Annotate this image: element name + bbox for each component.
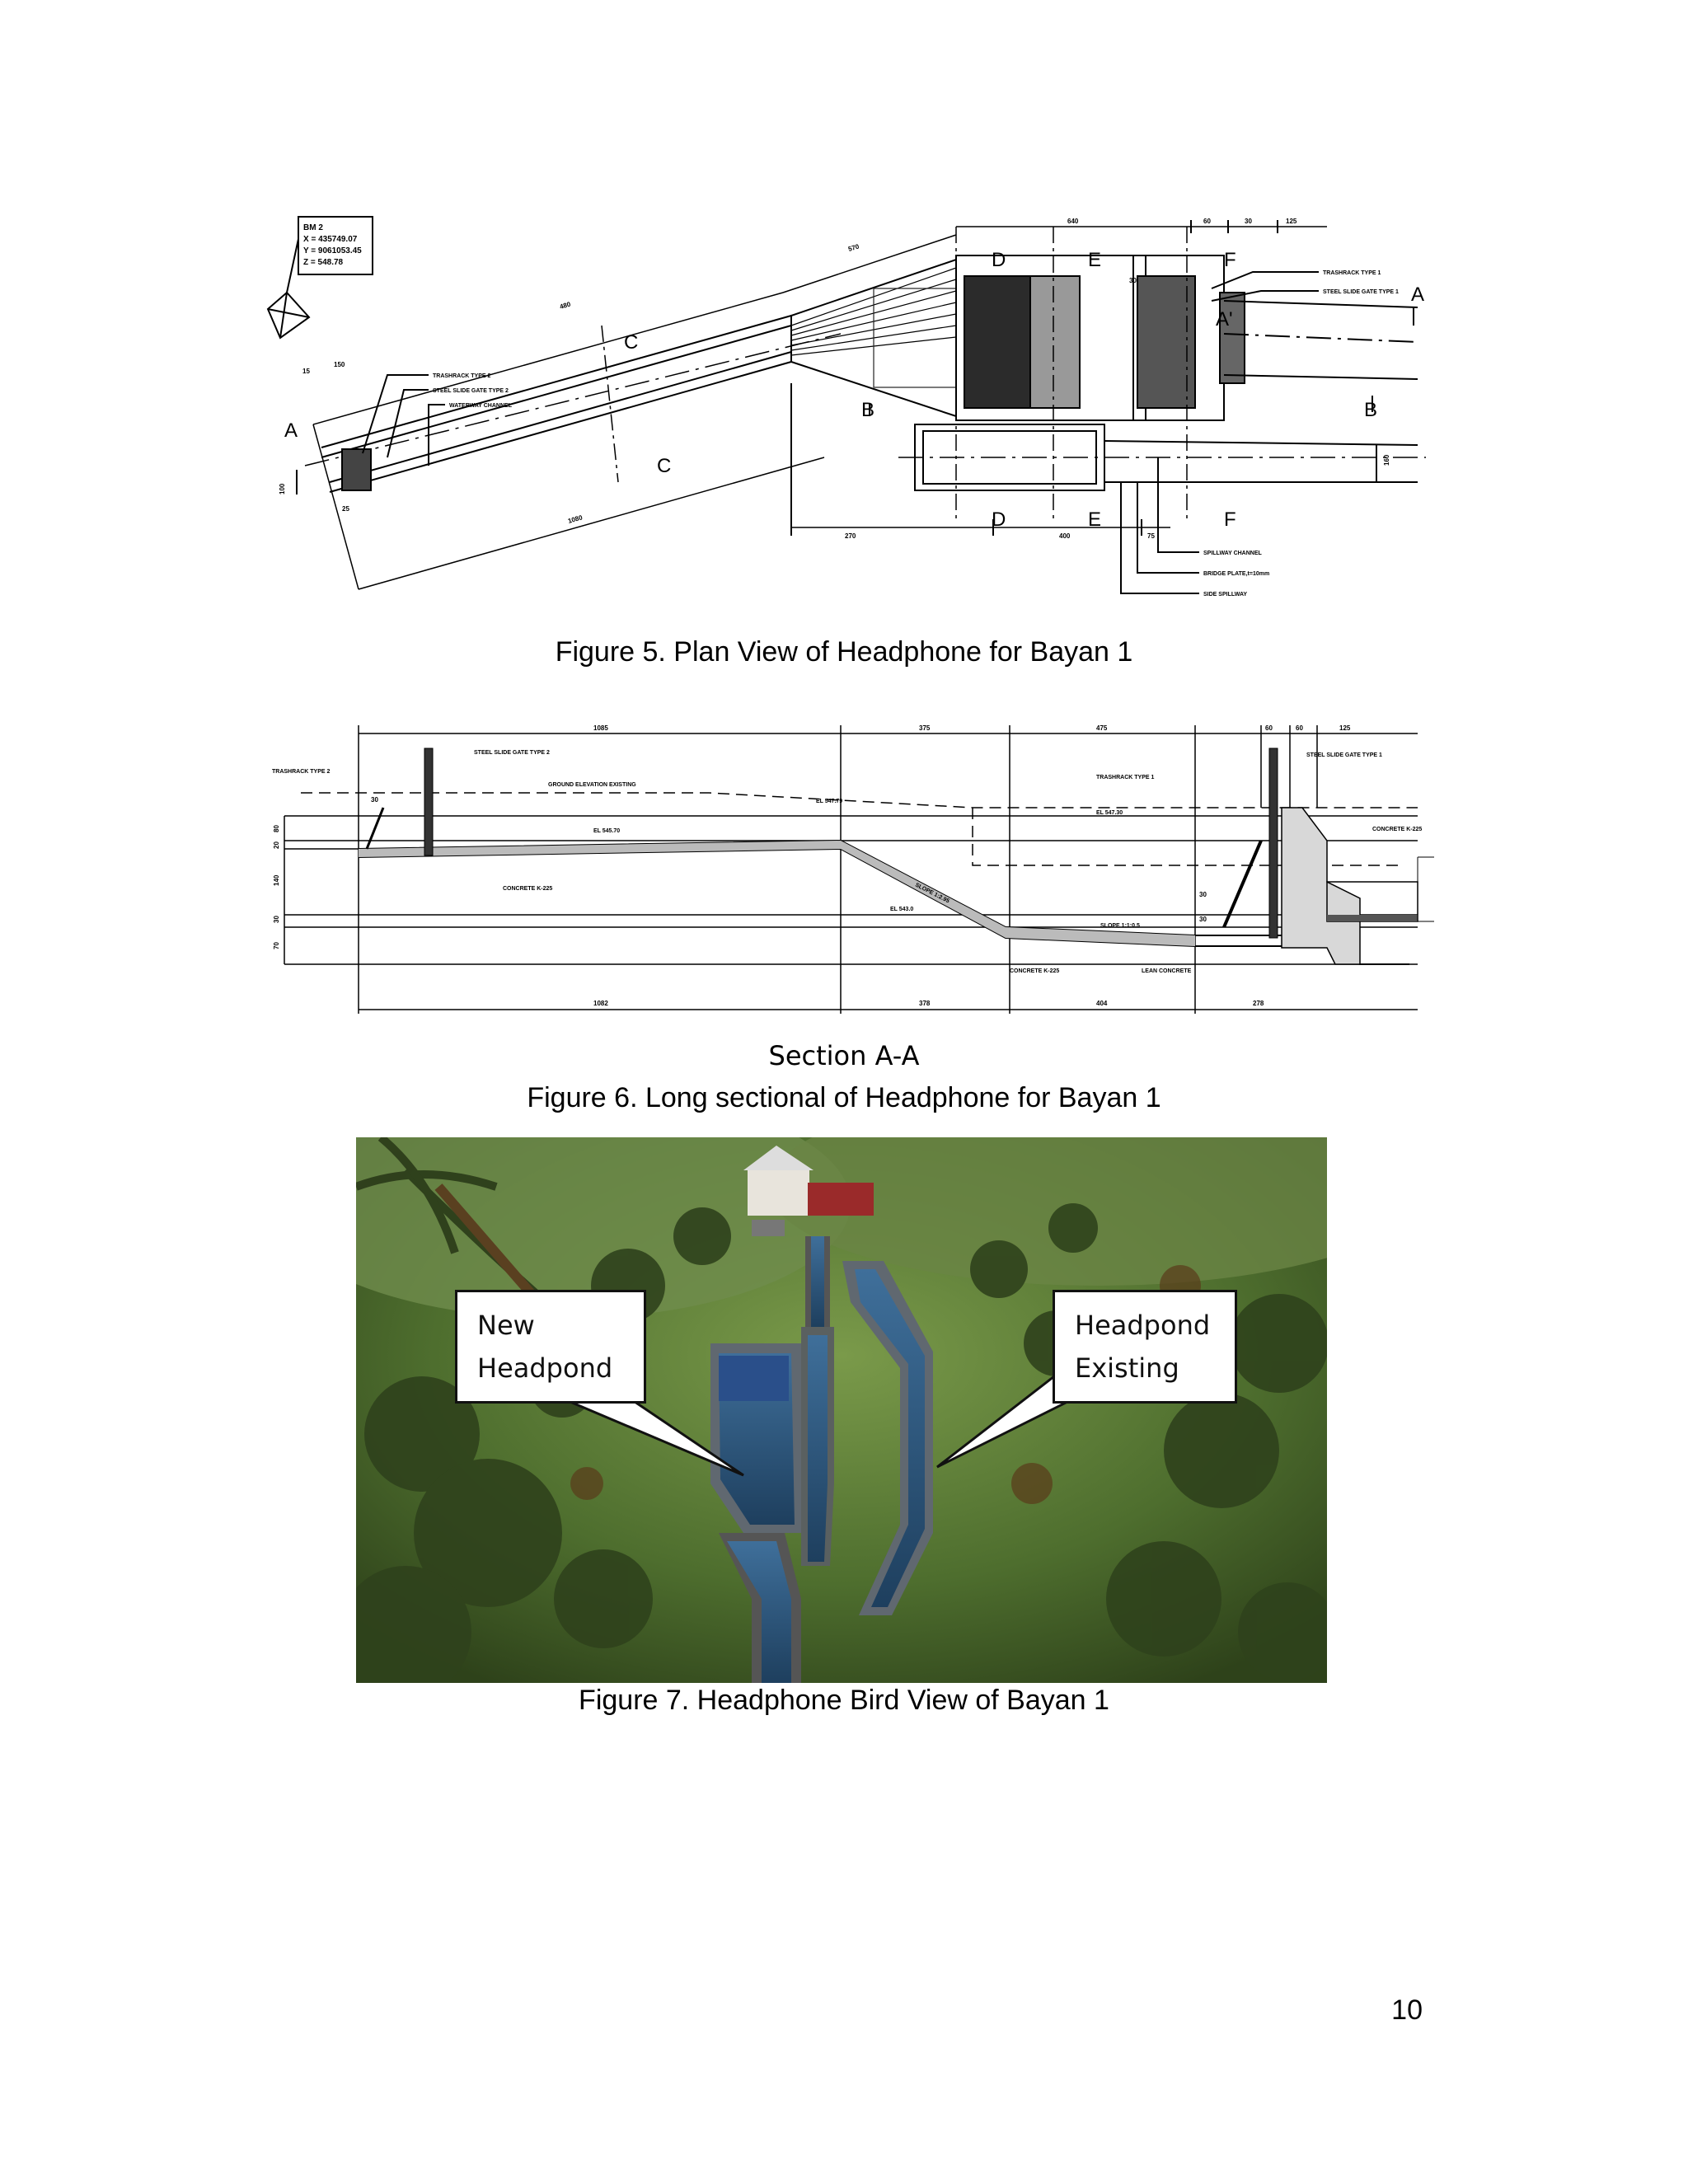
dim-label: 30 <box>1245 218 1252 225</box>
bm-line: Y = 9061053.45 <box>303 246 362 255</box>
dim-label: 75 <box>1147 532 1155 540</box>
dim-label: 60 <box>1203 218 1211 225</box>
ls-label-concrete2: CONCRETE K-225 <box>1010 968 1059 974</box>
callout-line: Headpond <box>477 1352 613 1384</box>
callout-line: Existing <box>1075 1352 1179 1384</box>
ls-dim: 30 <box>1199 916 1207 923</box>
dim-label: 100 <box>279 483 286 494</box>
label-trashrack-2: TRASHRACK TYPE 2 <box>433 373 491 379</box>
figure7-caption: Figure 7. Headphone Bird View of Bayan 1 <box>579 1685 1109 1716</box>
ls-dim: 30 <box>371 796 378 804</box>
ls-dim: 70 <box>273 942 280 949</box>
plan-view-drawing: BM 2 X = 435749.07 Y = 9061053.45 Z = 54… <box>266 216 1426 598</box>
ls-dim: 404 <box>1096 1000 1108 1007</box>
bird-view-image: New Headpond Headpond Existing <box>356 1137 1327 1683</box>
ls-label-slope2: SLOPE 1:1:0.5 <box>1100 923 1140 929</box>
ls-label-el1: EL 547.79 <box>816 799 842 804</box>
ls-label-concrete3: CONCRETE K-225 <box>1372 827 1422 832</box>
ls-dim: 1085 <box>593 724 608 732</box>
section-mark-e: E <box>1088 249 1101 271</box>
dim-label: 30 <box>1129 277 1137 284</box>
label-gate-1: STEEL SLIDE GATE TYPE 1 <box>1323 289 1399 295</box>
section-mark-a: A <box>1411 284 1424 306</box>
ls-label-slope1: SLOPE 1:2.95 <box>914 883 950 905</box>
figure5-caption: Figure 5. Plan View of Headphone for Bay… <box>555 636 1133 668</box>
label-bridge-plate: BRIDGE PLATE,t=10mm <box>1203 571 1269 577</box>
bm-line: BM 2 <box>303 223 323 232</box>
long-section-drawing: STEEL SLIDE GATE TYPE 2 TRASHRACK TYPE 2… <box>272 724 1434 1014</box>
ls-dim: 30 <box>1199 891 1207 898</box>
callout-line: New <box>477 1310 535 1341</box>
label-spillway-channel: SPILLWAY CHANNEL <box>1203 551 1263 556</box>
ls-label-trashrack-2: TRASHRACK TYPE 2 <box>272 769 331 775</box>
ls-dim: 30 <box>273 916 280 923</box>
ls-dim: 378 <box>919 1000 931 1007</box>
dim-label: 125 <box>1286 218 1297 225</box>
ls-label-el4: EL 547.30 <box>1096 810 1123 816</box>
ls-label-ground: GROUND ELEVATION EXISTING <box>548 782 636 788</box>
dim-label: 400 <box>1059 532 1071 540</box>
ls-dim: 140 <box>273 874 280 886</box>
ls-label-el2: EL 545.70 <box>593 828 620 834</box>
dim-label: 640 <box>1067 218 1079 225</box>
bird-view-render <box>356 1137 1327 1683</box>
section-mark-b: B <box>861 399 874 421</box>
dim-label: 480 <box>559 300 572 310</box>
label-side-spillway: SIDE SPILLWAY <box>1203 592 1247 598</box>
callout-new-headpond: New Headpond <box>455 1290 646 1404</box>
section-title: Section A-A <box>768 1040 920 1071</box>
section-mark-d: D <box>992 509 1006 531</box>
section-mark-b: B <box>1364 399 1377 421</box>
ls-dim: 1082 <box>593 1000 608 1007</box>
section-mark-e: E <box>1088 509 1101 531</box>
section-mark-f: F <box>1224 509 1236 531</box>
figure6-caption: Figure 6. Long sectional of Headphone fo… <box>527 1082 1161 1113</box>
section-mark-f: F <box>1224 249 1236 271</box>
ls-dim: 375 <box>919 724 931 732</box>
dim-label: 1080 <box>567 513 584 525</box>
ls-dim: 60 <box>1296 724 1303 732</box>
callout-existing-headpond: Headpond Existing <box>1053 1290 1237 1404</box>
dim-label: 270 <box>845 532 856 540</box>
callout-pointers <box>499 1366 1136 1477</box>
bm-line: X = 435749.07 <box>303 235 358 244</box>
section-mark-a: A <box>284 419 298 442</box>
ls-label-gate-2: STEEL SLIDE GATE TYPE 2 <box>474 750 550 756</box>
ls-dim: 125 <box>1339 724 1351 732</box>
bm-line: Z = 548.78 <box>303 258 344 267</box>
section-mark-c: C <box>657 455 671 477</box>
ls-label-concrete1: CONCRETE K-225 <box>503 886 552 892</box>
page-number: 10 <box>1391 1994 1423 2026</box>
ls-label-trashrack-1: TRASHRACK TYPE 1 <box>1096 775 1155 780</box>
dim-label: 160 <box>1383 454 1390 466</box>
ls-dim: 80 <box>273 825 280 832</box>
ls-dim: 20 <box>273 841 280 849</box>
ls-dim: 60 <box>1265 724 1273 732</box>
section-mark-d: D <box>992 249 1006 271</box>
dim-label: 570 <box>847 242 860 252</box>
ls-label-lean: LEAN CONCRETE <box>1142 968 1192 974</box>
ls-label-el3: EL 543.0 <box>890 907 913 912</box>
section-mark-a-prime: A' <box>1216 308 1233 330</box>
callout-line: Headpond <box>1075 1310 1211 1341</box>
label-trashrack-1: TRASHRACK TYPE 1 <box>1323 270 1381 276</box>
ls-dim: 475 <box>1096 724 1108 732</box>
dim-label: 150 <box>334 361 345 368</box>
ls-dim: 278 <box>1253 1000 1264 1007</box>
ls-label-gate-1: STEEL SLIDE GATE TYPE 1 <box>1306 752 1382 758</box>
section-mark-c: C <box>624 331 638 354</box>
dim-label: 25 <box>342 505 349 513</box>
label-gate-2: STEEL SLIDE GATE TYPE 2 <box>433 388 509 394</box>
dim-label: 15 <box>302 368 310 375</box>
label-waterway: WATERWAY CHANNEL <box>449 403 513 409</box>
